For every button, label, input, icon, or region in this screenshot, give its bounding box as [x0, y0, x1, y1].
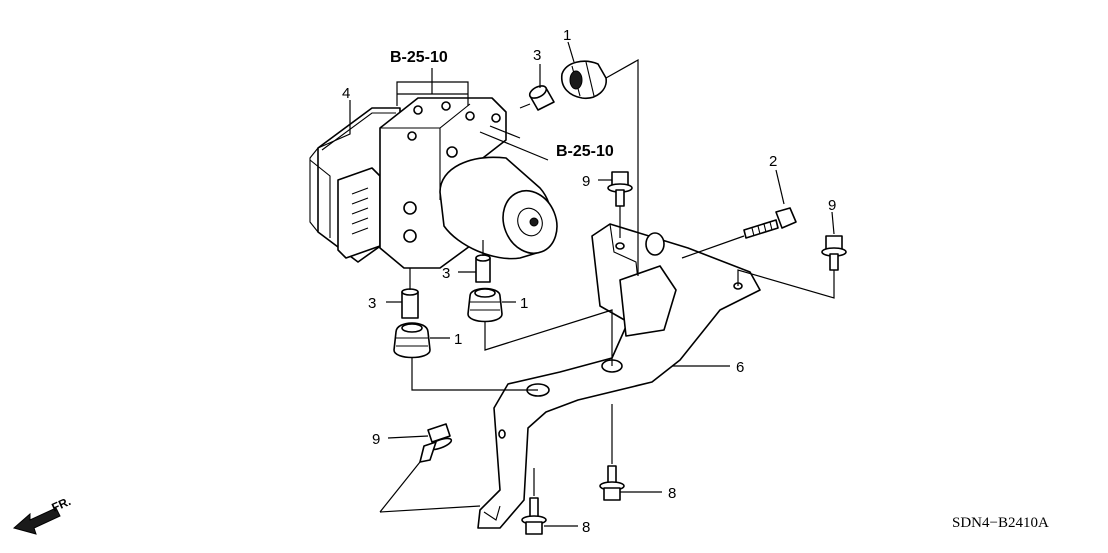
callout-modulator: 4	[342, 85, 350, 102]
modulator-assembly	[309, 97, 558, 269]
front-arrow-icon	[12, 507, 61, 535]
reference-label-top: B-25-10	[390, 49, 448, 66]
flange-bolt-left	[419, 423, 453, 463]
long-bolt	[743, 207, 797, 239]
modulator-motor	[439, 156, 558, 260]
flange-bolt-right	[821, 235, 847, 271]
leader-lines	[379, 58, 835, 513]
callout-flange-bolt-left: 9	[372, 431, 380, 448]
grommet-mid	[467, 287, 503, 323]
front-direction-indicator: FR.	[12, 494, 73, 535]
flange-bolt-top	[607, 171, 633, 207]
reference-label-right: B-25-10	[556, 143, 614, 160]
callout-bolt-low-right: 8	[668, 485, 676, 502]
diagram-code: SDN4−B2410A	[952, 515, 1049, 531]
callout-bolt-long: 2	[769, 153, 777, 170]
callout-collar-top: 3	[533, 47, 541, 64]
bolt-low-mid	[521, 497, 547, 535]
callout-flange-bolt-right: 9	[828, 197, 836, 214]
direction-label: FR.	[50, 494, 73, 515]
callout-collar-mid: 3	[442, 265, 450, 282]
grommet-low	[393, 322, 431, 359]
callout-collar-low: 3	[368, 295, 376, 312]
callout-bracket: 6	[736, 359, 744, 376]
modulator-bracket	[477, 223, 761, 529]
collar-top	[528, 85, 555, 111]
callout-grommet-mid: 1	[520, 295, 528, 312]
modulator-connector	[337, 167, 381, 259]
collar-mid	[475, 254, 491, 283]
bolt-low-right	[599, 465, 625, 501]
callout-flange-bolt-top: 9	[582, 173, 590, 190]
collar-low	[401, 288, 419, 319]
callout-leaders	[317, 41, 835, 527]
grommet-top	[560, 60, 607, 100]
callout-bolt-low-mid: 8	[582, 519, 590, 536]
callout-grommet-low: 1	[454, 331, 462, 348]
callout-grommet-top: 1	[563, 27, 571, 44]
